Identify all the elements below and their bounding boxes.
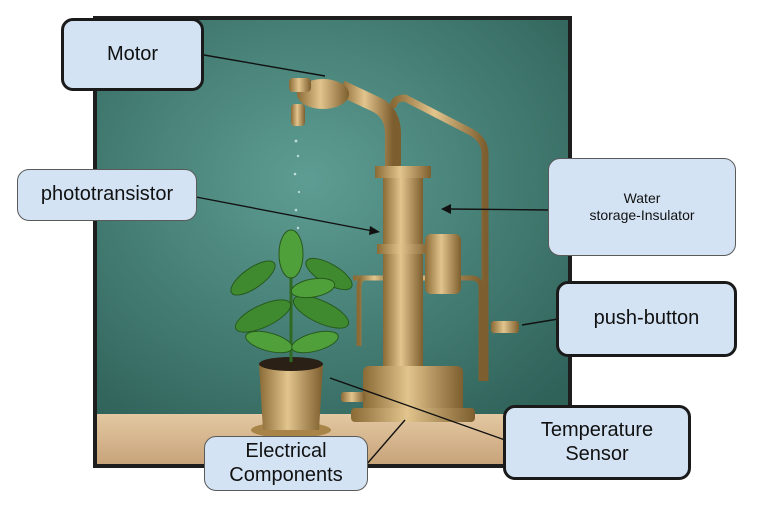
- nozzle: [289, 78, 311, 92]
- base-block: [363, 366, 463, 412]
- column-collar: [377, 244, 429, 254]
- label-push-button-text: push-button: [593, 307, 700, 330]
- label-motor: Motor: [61, 18, 204, 91]
- label-electrical-components: Electrical Components: [204, 436, 368, 491]
- label-phototransistor-text: phototransistor: [40, 183, 174, 206]
- plant: [230, 229, 353, 362]
- label-water-storage-text: Water storage-Insulator: [589, 190, 695, 223]
- spout: [291, 104, 305, 126]
- label-temperature-sensor-text: Temperature Sensor: [540, 418, 654, 465]
- push-button-body: [491, 321, 519, 333]
- base-plate: [351, 408, 475, 422]
- main-column: [383, 166, 423, 376]
- left-return-pipe: [356, 275, 393, 346]
- label-temperature-sensor: Temperature Sensor: [503, 405, 691, 480]
- label-water-storage: Water storage-Insulator: [548, 158, 736, 256]
- side-connector: [341, 392, 365, 402]
- water-tank: [425, 234, 461, 294]
- right-return-pipe: [353, 275, 484, 381]
- label-push-button: push-button: [556, 281, 737, 357]
- right-pipe: [389, 94, 489, 381]
- label-electrical-components-text: Electrical Components: [229, 439, 343, 486]
- label-motor-text: Motor: [106, 42, 159, 65]
- column-collar-top: [375, 166, 431, 178]
- gooseneck: [337, 80, 401, 236]
- plant-pot: [251, 357, 331, 438]
- label-phototransistor: phototransistor: [17, 169, 197, 221]
